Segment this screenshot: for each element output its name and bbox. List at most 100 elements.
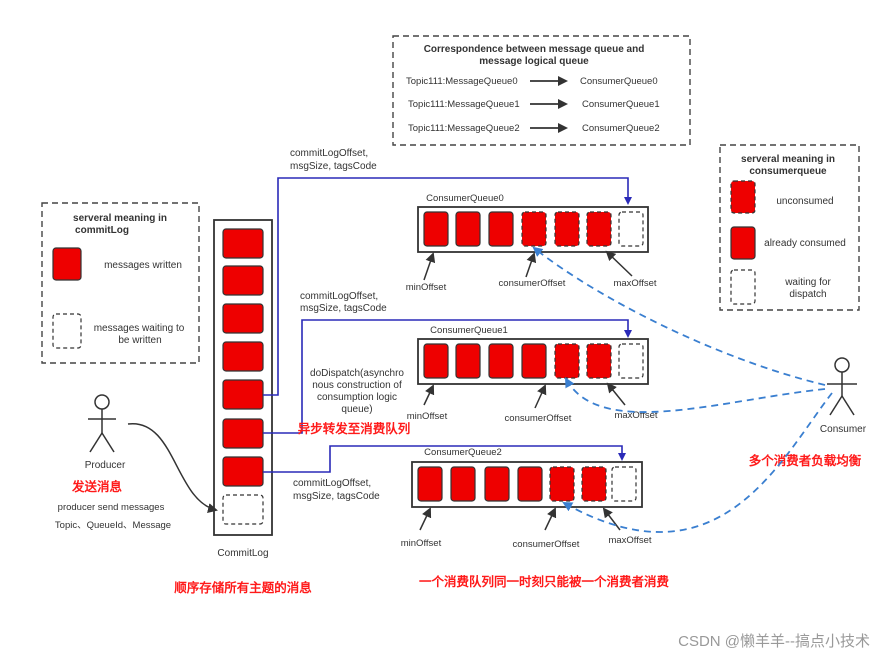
queue-1-unconsumed-slot — [554, 343, 580, 379]
legend-cq-title-2: consumerqueue — [749, 166, 827, 177]
correspondence-right-2: ConsumerQueue2 — [582, 123, 660, 134]
commitlog-message — [222, 228, 264, 259]
queue-note-cn: 一个消费队列同一时刻只能被一个消费者消费 — [419, 574, 670, 589]
queue-2-consumer-pointer — [544, 507, 557, 531]
queue-2-max-pointer — [602, 507, 621, 531]
legend-unconsumed-swatch — [730, 180, 756, 214]
queue-2-consumed-slot — [484, 466, 510, 502]
producer-icon — [88, 394, 116, 453]
correspondence-left-2: Topic111:MessageQueue2 — [408, 123, 520, 134]
consumer-pull-queue-1 — [565, 377, 826, 413]
queue-1-consumed-slot — [423, 343, 449, 379]
legend-written-label: messages written — [104, 260, 182, 271]
consumer-queue-0: ConsumerQueue0 minOffset consumerOffset … — [406, 193, 657, 293]
queue-0-unconsumed-slot — [586, 211, 612, 247]
correspondence-box: Correspondence between message queue and… — [392, 35, 691, 146]
correspondence-title-2: message logical queue — [479, 56, 589, 67]
legend-waiting-label-1: messages waiting to — [94, 323, 185, 334]
consumer-pull-queue-2 — [562, 392, 833, 533]
dispatch-edge-queue-2 — [263, 445, 626, 473]
queue-0-consumed-slot — [423, 211, 449, 247]
commitlog-message — [222, 456, 264, 487]
legend-cq-title-1: serveral meaning in — [741, 154, 835, 165]
correspondence-left-1: Topic111:MessageQueue1 — [408, 99, 520, 110]
dispatch-line-3: consumption logic — [317, 392, 397, 403]
dispatch-line-1: doDispatch(asynchro — [310, 368, 404, 379]
queue-1-consumed-slot — [521, 343, 547, 379]
consumer-queue-2: ConsumerQueue2 minOffset consumerOffset … — [401, 447, 670, 589]
dispatch-line-4: queue) — [341, 404, 372, 415]
queue-0-waiting-slot — [618, 211, 644, 247]
edge-0-label-2: msgSize, tagsCode — [290, 161, 377, 172]
queue-2-name: ConsumerQueue2 — [424, 447, 502, 458]
producer-to-commitlog-arrow — [127, 423, 218, 513]
edge-1-label-2: msgSize, tagsCode — [300, 303, 387, 314]
consumer: Consumer 多个消费者负载均衡 — [749, 357, 867, 468]
queue-0-unconsumed-slot — [521, 211, 547, 247]
commitlog-message — [222, 341, 264, 372]
queue-2-consumed-slot — [450, 466, 476, 502]
queue-2-consumer-label: consumerOffset — [513, 539, 580, 550]
queue-1-consumer-label: consumerOffset — [505, 413, 572, 424]
producer-label: Producer — [85, 460, 126, 471]
queue-2-min-pointer — [419, 507, 432, 531]
legend-waiting-label-2: be written — [118, 335, 161, 346]
queue-2-min-label: minOffset — [401, 538, 442, 549]
queue-0-max-label: maxOffset — [613, 278, 656, 289]
queue-1-consumer-pointer — [534, 384, 547, 409]
edge-2-label-2: msgSize, tagsCode — [293, 491, 380, 502]
edge-2-label-1: commitLogOffset, — [293, 478, 371, 489]
queue-0-min-pointer — [423, 252, 436, 281]
legend-unconsumed-label: unconsumed — [776, 196, 833, 207]
watermark: CSDN @懒羊羊--搞点小技术 — [678, 633, 870, 650]
legend-commitlog-title-2: commitLog — [75, 225, 129, 236]
legend-waiting-dispatch-1: waiting for — [784, 277, 831, 288]
queue-0-consumed-slot — [455, 211, 481, 247]
legend-waiting-dispatch-2: dispatch — [789, 289, 826, 300]
queue-0-name: ConsumerQueue0 — [426, 193, 504, 204]
commitlog-label: CommitLog — [217, 548, 268, 559]
dispatch-edges — [263, 177, 632, 473]
commitlog: CommitLog 顺序存储所有主题的消息 — [174, 219, 312, 595]
legend-waiting-swatch — [52, 313, 82, 349]
queue-0-unconsumed-slot — [554, 211, 580, 247]
legend-commitlog: serveral meaning in commitLog messages w… — [41, 202, 200, 364]
queue-1-min-label: minOffset — [407, 411, 448, 422]
queue-0-consumer-pointer — [525, 252, 537, 278]
queue-2-unconsumed-slot — [549, 466, 575, 502]
commitlog-caption-cn: 顺序存储所有主题的消息 — [174, 580, 312, 595]
queue-2-unconsumed-slot — [581, 466, 607, 502]
queue-0-consumer-label: consumerOffset — [499, 278, 566, 289]
queue-1-name: ConsumerQueue1 — [430, 325, 508, 336]
correspondence-right-1: ConsumerQueue1 — [582, 99, 660, 110]
queue-1-consumed-slot — [455, 343, 481, 379]
producer-cn: 发送消息 — [71, 479, 123, 494]
dispatch-line-2: nous construction of — [312, 380, 402, 391]
consumer-pull-edges — [532, 246, 833, 533]
consumer-label: Consumer — [820, 424, 867, 435]
queue-0-consumed-slot — [488, 211, 514, 247]
consumer-cn: 多个消费者负载均衡 — [749, 453, 862, 468]
producer-send-line-2: Topic、QueueId、Message — [55, 520, 171, 531]
edge-0-label-1: commitLogOffset, — [290, 148, 368, 159]
producer-send-line-1: producer send messages — [58, 502, 165, 513]
correspondence-right-0: ConsumerQueue0 — [580, 76, 658, 87]
queue-2-consumed-slot — [517, 466, 543, 502]
legend-consumed-label: already consumed — [764, 238, 846, 249]
consumer-pull-queue-0 — [532, 246, 826, 386]
dispatch-cn: 异步转发至消费队列 — [298, 421, 411, 436]
edge-labels: commitLogOffset, msgSize, tagsCode commi… — [290, 148, 387, 502]
queue-0-min-label: minOffset — [406, 282, 447, 293]
legend-consumerqueue: serveral meaning in consumerqueue uncons… — [719, 144, 860, 311]
queue-2-waiting-slot — [611, 466, 637, 502]
dispatch-edge-queue-0 — [263, 177, 632, 396]
commitlog-message — [222, 303, 264, 334]
queue-1-consumed-slot — [488, 343, 514, 379]
commitlog-message — [222, 418, 264, 449]
queue-1-unconsumed-slot — [586, 343, 612, 379]
commitlog-waiting-slot — [222, 494, 264, 525]
queue-1-waiting-slot — [618, 343, 644, 379]
consumer-queue-1: ConsumerQueue1 minOffset consumerOffset … — [407, 325, 658, 424]
